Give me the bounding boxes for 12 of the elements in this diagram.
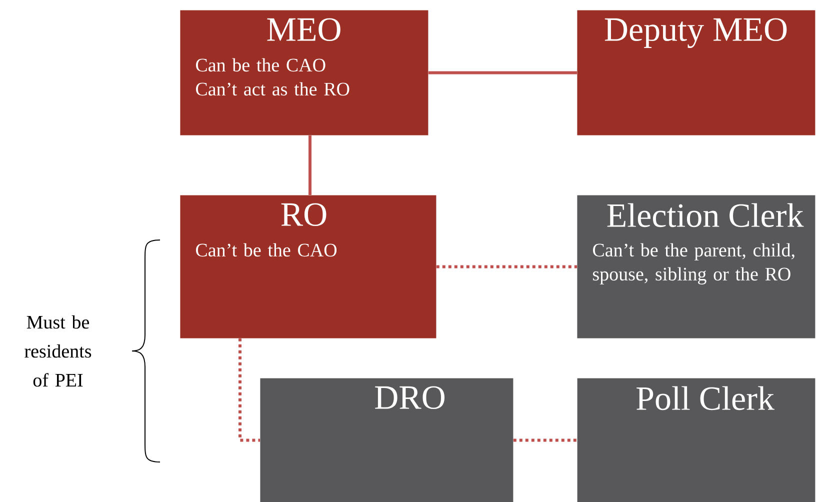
connector-line — [436, 265, 577, 268]
org-box: Poll Clerk — [577, 378, 816, 502]
connector-line — [238, 338, 260, 442]
connector-line — [513, 438, 577, 442]
note-text: Must be residents of PEI — [24, 315, 92, 387]
org-box: Election Clerk Can’t be the parent, child, spouse, sibling or the RO — [577, 195, 816, 338]
org-box: MEO Can be the CAO Can’t act as the RO — [180, 10, 428, 136]
connector-line — [308, 135, 312, 195]
org-box: RO Can’t be the CAO — [180, 195, 436, 338]
org-box: DRO — [260, 378, 514, 502]
org-box: Deputy MEO — [577, 10, 816, 136]
connector-line — [428, 71, 577, 74]
